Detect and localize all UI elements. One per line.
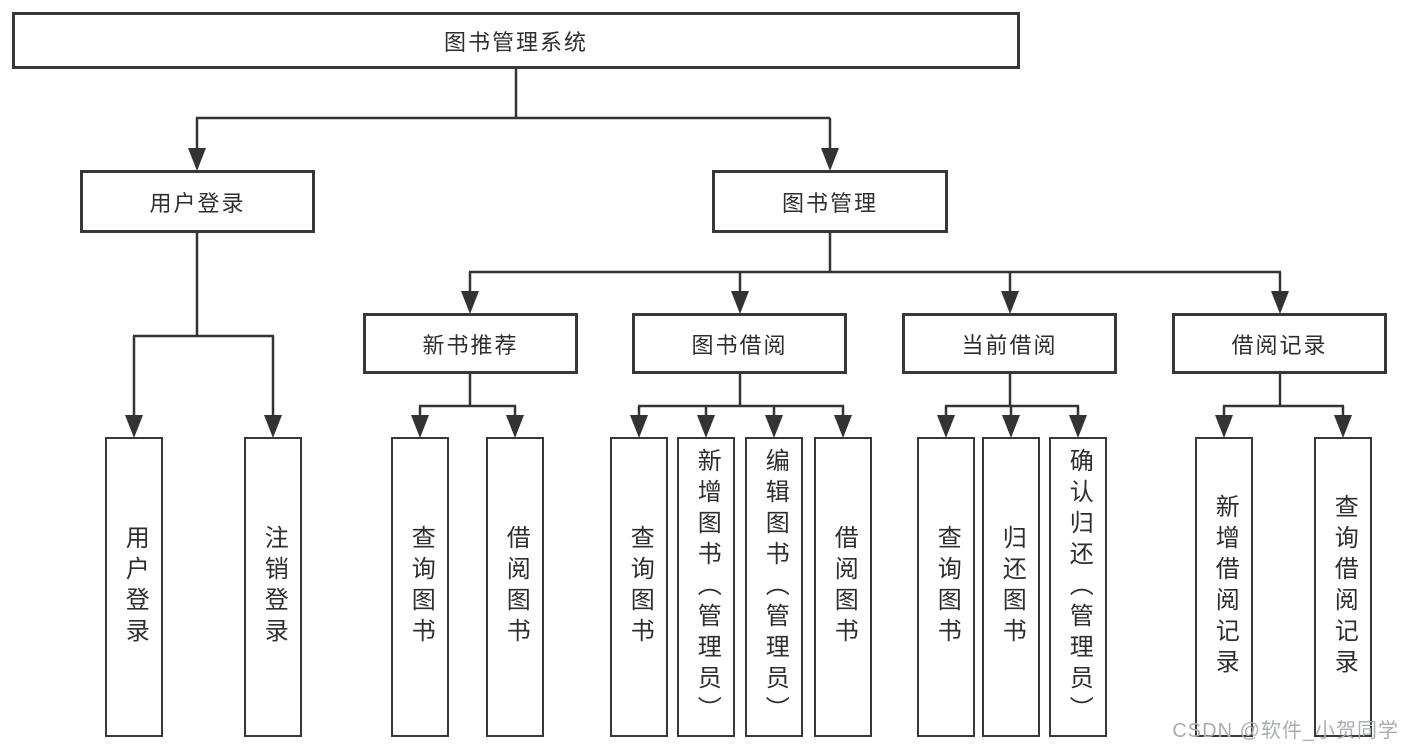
arrowhead: [937, 415, 955, 438]
node-book-management: 图书管理: [712, 170, 948, 233]
node-label: 查询图书: [933, 525, 961, 649]
node-borrowing-records: 借阅记录: [1172, 313, 1387, 374]
node-label: 查询图书: [407, 525, 435, 649]
node-label: 注销登录: [260, 525, 288, 649]
leaf-bb-query-books: 查询图书: [610, 437, 668, 737]
connector-current-borrowing-children: [937, 374, 1087, 438]
node-root-library-management-system: 图书管理系统: [12, 12, 1020, 69]
node-label: 图书管理系统: [443, 29, 588, 55]
arrowhead: [765, 415, 783, 438]
arrowhead: [1002, 415, 1020, 438]
node-label: 当前借阅: [961, 332, 1058, 358]
node-label: 用户登录: [121, 525, 149, 649]
leaf-bb-borrow-books: 借阅图书: [814, 437, 872, 737]
connector-borrowing-records-children: [1215, 374, 1352, 438]
connector-user-login-children: [125, 233, 282, 438]
arrowhead: [1334, 415, 1352, 438]
node-label: 借阅图书: [830, 525, 858, 649]
arrowhead: [506, 415, 524, 438]
node-label: 借阅记录: [1231, 332, 1328, 358]
connector-book-management-children: [461, 233, 1289, 314]
arrowhead: [1069, 415, 1087, 438]
leaf-nbr-borrow-books: 借阅图书: [486, 437, 544, 737]
node-new-book-recommend: 新书推荐: [363, 313, 578, 374]
leaf-cb-confirm-return-admin: 确认归还（管理员）: [1049, 437, 1107, 737]
arrowhead: [461, 291, 479, 314]
node-label: 归还图书: [998, 525, 1026, 649]
arrowhead: [821, 148, 839, 171]
leaf-user-login: 用户登录: [105, 437, 163, 737]
connector-new-book-recommend-children: [411, 374, 524, 438]
leaf-cb-query-books: 查询图书: [917, 437, 975, 737]
node-book-borrowing: 图书借阅: [632, 313, 847, 374]
leaf-br-query-borrow-record: 查询借阅记录: [1314, 437, 1372, 737]
arrowhead: [125, 415, 143, 438]
leaf-logout-login: 注销登录: [244, 437, 302, 737]
node-label: 用户登录: [149, 190, 246, 216]
node-label: 新增借阅记录: [1211, 494, 1239, 680]
arrowhead: [411, 415, 429, 438]
leaf-br-add-borrow-record: 新增借阅记录: [1195, 437, 1253, 737]
arrowhead: [1001, 291, 1019, 314]
node-current-borrowing: 当前借阅: [902, 313, 1117, 374]
node-label: 查询借阅记录: [1330, 494, 1358, 680]
node-user-login: 用户登录: [80, 170, 315, 233]
arrowhead: [697, 415, 715, 438]
arrowhead: [264, 415, 282, 438]
arrowhead: [1271, 291, 1289, 314]
arrowhead: [188, 148, 206, 171]
arrowhead: [731, 291, 749, 314]
node-label: 借阅图书: [502, 525, 530, 649]
node-label: 图书借阅: [691, 332, 788, 358]
node-label: 查询图书: [626, 525, 654, 649]
node-label: 图书管理: [781, 190, 878, 216]
leaf-bb-edit-books-admin: 编辑图书（管理员）: [745, 437, 803, 737]
leaf-nbr-query-books: 查询图书: [391, 437, 449, 737]
node-label: 新书推荐: [422, 332, 519, 358]
node-label: 编辑图书（管理员）: [761, 447, 789, 727]
arrowhead: [630, 415, 648, 438]
arrowhead: [1215, 415, 1233, 438]
leaf-cb-return-books: 归还图书: [982, 437, 1040, 737]
connector-book-borrowing-children: [630, 374, 852, 438]
node-label: 新增图书（管理员）: [693, 447, 721, 727]
arrowhead: [834, 415, 852, 438]
node-label: 确认归还（管理员）: [1065, 447, 1093, 727]
leaf-bb-add-books-admin: 新增图书（管理员）: [677, 437, 735, 737]
connector-root-to-level2: [188, 68, 839, 171]
csdn-watermark: CSDN @软件_小贺同学: [1172, 720, 1399, 742]
